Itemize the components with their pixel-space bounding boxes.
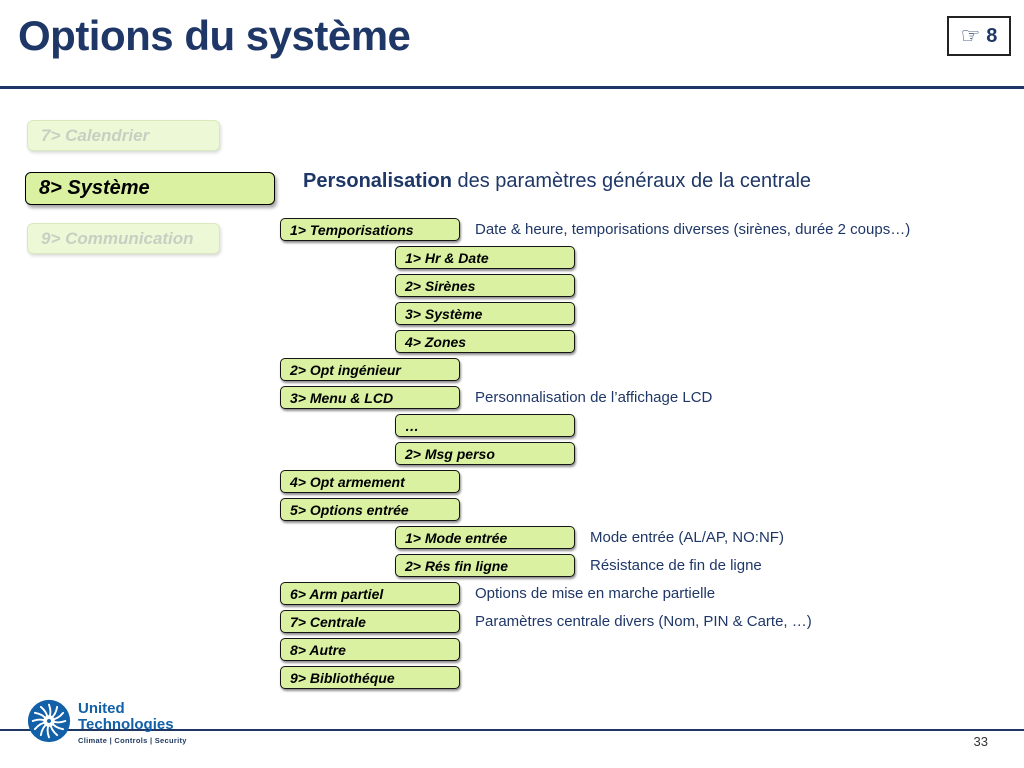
menu-tree: 1> Temporisations Date & heure, temporis… [280,218,1010,694]
node-description: Date & heure, temporisations diverses (s… [475,221,911,238]
page-title: Options du système [18,12,411,59]
tree-row: 1> Mode entrée Mode entrée (AL/AP, NO:NF… [395,526,1010,549]
tree-row: 4> Zones [395,330,1010,353]
page-ref-box: ☞ 8 [947,16,1011,56]
logo-line2: Technologies [78,716,174,734]
subtitle: Personalisation des paramètres généraux … [303,170,811,193]
tree-row: 2> Msg perso [395,442,1010,465]
tree-row: 8> Autre [280,638,1010,661]
menu-node-res-fin-ligne[interactable]: 2> Rés fin ligne [395,554,575,577]
menu-node-options-entree[interactable]: 5> Options entrée [280,498,460,521]
sidebar-item-communication[interactable]: 9> Communication [27,223,220,254]
footer-divider [0,729,1024,731]
menu-node-ellipsis[interactable]: … [395,414,575,437]
sidebar-item-label: 7> Calendrier [41,125,150,145]
node-description: Options de mise en marche partielle [475,585,716,602]
node-description: Paramètres centrale divers (Nom, PIN & C… [475,613,812,630]
sidebar-item-label: 9> Communication [41,228,194,248]
menu-node-temporisations[interactable]: 1> Temporisations [280,218,460,241]
menu-node-sirenes[interactable]: 2> Sirènes [395,274,575,297]
menu-node-zones[interactable]: 4> Zones [395,330,575,353]
tree-row: 7> Centrale Paramètres centrale divers (… [280,610,1010,633]
tree-row: 6> Arm partiel Options de mise en marche… [280,582,1010,605]
node-description: Résistance de fin de ligne [590,557,762,574]
menu-node-mode-entree[interactable]: 1> Mode entrée [395,526,575,549]
logo-text: United Technologies Climate | Controls |… [78,698,187,745]
menu-node-menu-lcd[interactable]: 3> Menu & LCD [280,386,460,409]
menu-node-hr-date[interactable]: 1> Hr & Date [395,246,575,269]
pointer-hand-icon: ☞ [960,23,981,48]
tree-row: 4> Opt armement [280,470,1010,493]
page-ref-number: 8 [986,24,998,47]
menu-node-bibliotheque[interactable]: 9> Bibliothéque [280,666,460,689]
tree-row: 2> Rés fin ligne Résistance de fin de li… [395,554,1010,577]
node-description: Mode entrée (AL/AP, NO:NF) [590,529,784,546]
page-number: 33 [973,734,988,749]
logo-line1: United [78,700,125,717]
tree-row: 2> Opt ingénieur [280,358,1010,381]
tree-row: 3> Menu & LCD Personnalisation de l’affi… [280,386,1010,409]
united-technologies-logo: United Technologies Climate | Controls |… [26,698,187,745]
menu-node-opt-ingenieur[interactable]: 2> Opt ingénieur [280,358,460,381]
menu-node-autre[interactable]: 8> Autre [280,638,460,661]
tree-row: 3> Système [395,302,1010,325]
subtitle-rest: des paramètres généraux de la centrale [451,170,812,192]
tree-row: 1> Hr & Date [395,246,1010,269]
utc-gear-icon [27,699,71,743]
title-divider [0,86,1024,89]
tree-row: 9> Bibliothéque [280,666,1010,689]
sidebar-item-label: 8> Système [39,177,150,199]
logo-tagline: Climate | Controls | Security [78,736,187,746]
menu-node-opt-armement[interactable]: 4> Opt armement [280,470,460,493]
tree-row: 5> Options entrée [280,498,1010,521]
node-description: Personnalisation de l’affichage LCD [475,389,713,406]
tree-row: 2> Sirènes [395,274,1010,297]
sidebar-item-systeme[interactable]: 8> Système [25,172,275,205]
subtitle-bold: Personalisation [303,170,452,192]
menu-node-arm-partiel[interactable]: 6> Arm partiel [280,582,460,605]
sidebar-item-calendrier[interactable]: 7> Calendrier [27,120,220,151]
menu-node-centrale[interactable]: 7> Centrale [280,610,460,633]
menu-node-systeme[interactable]: 3> Système [395,302,575,325]
menu-node-msg-perso[interactable]: 2> Msg perso [395,442,575,465]
tree-row: … [395,414,1010,437]
tree-row: 1> Temporisations Date & heure, temporis… [280,218,1010,241]
